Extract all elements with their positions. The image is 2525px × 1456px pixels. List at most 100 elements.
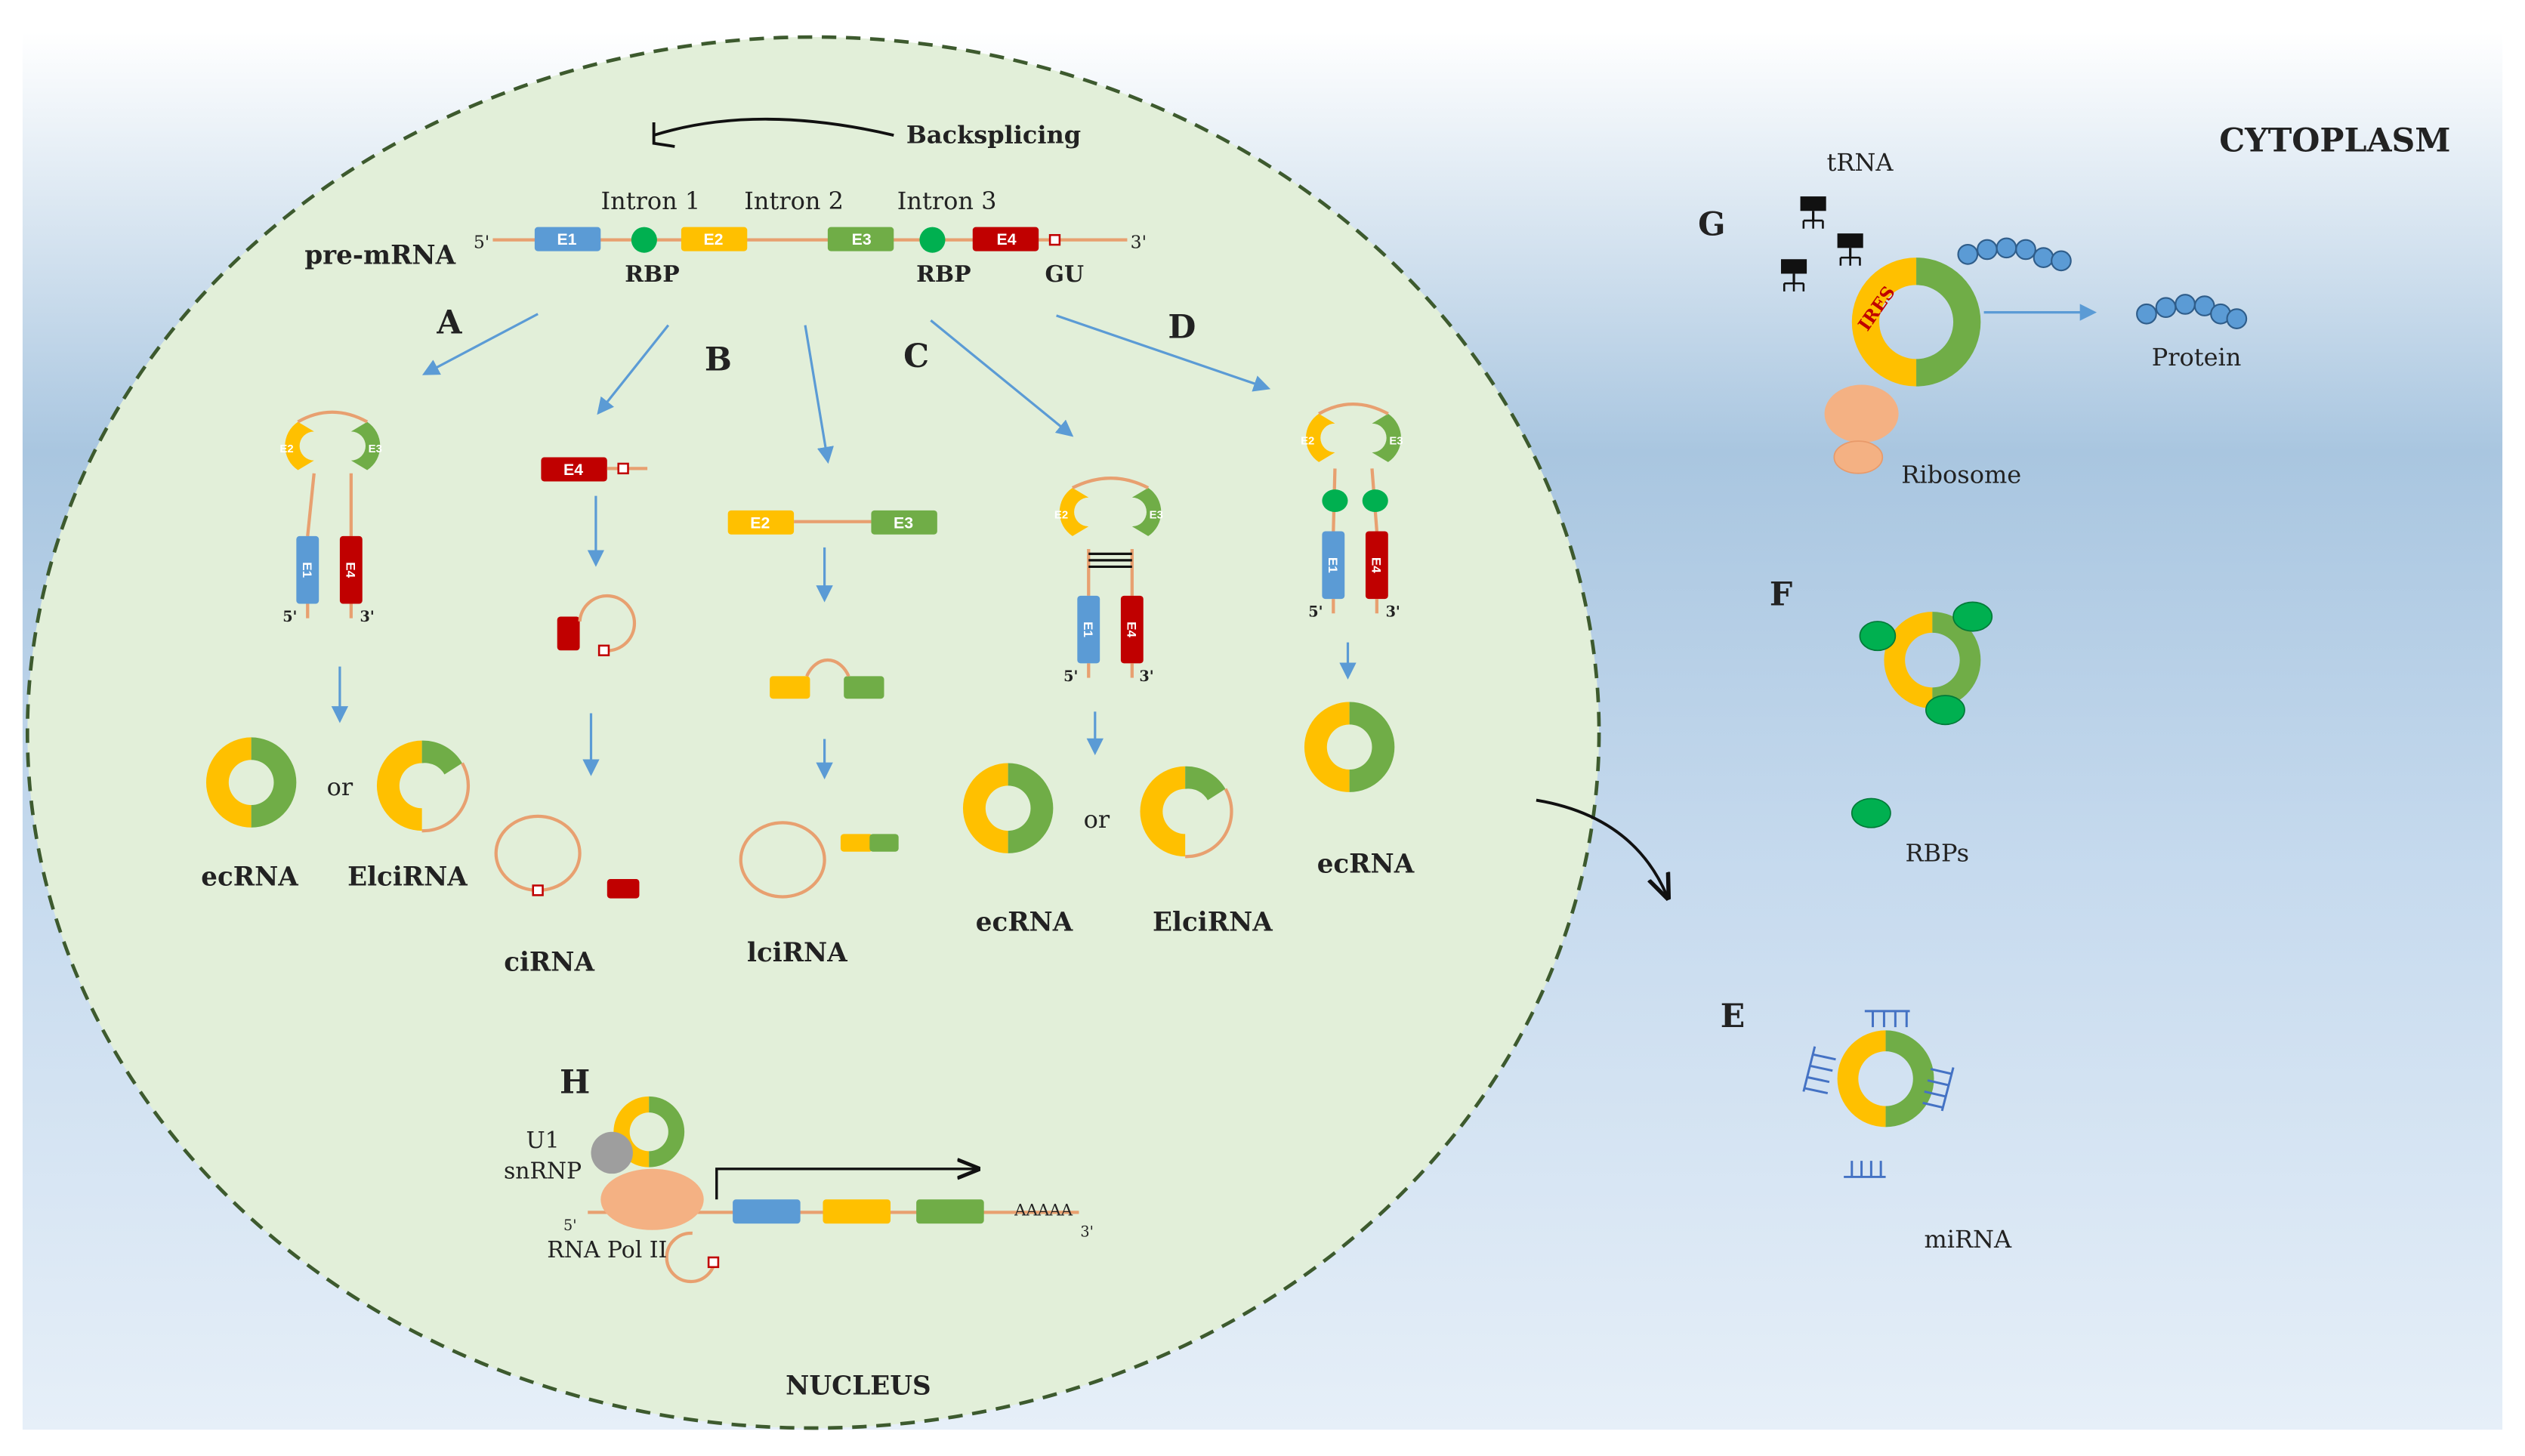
rbp-label-right: RBP xyxy=(916,261,971,288)
exon-e4 xyxy=(972,227,1039,251)
panel-h-u1-label: U1 xyxy=(526,1127,559,1154)
panel-c-e2-label: E2 xyxy=(1054,508,1068,521)
peptide-bead-1 xyxy=(1957,243,1979,265)
exon-e2 xyxy=(681,227,748,251)
branch-arrow-a xyxy=(421,313,539,375)
panel-b2-linear-e3 xyxy=(869,834,899,852)
panel-h-circrna-green xyxy=(649,1096,685,1168)
panel-a-elcirna-intron xyxy=(421,762,471,833)
intron2-label: Intron 2 xyxy=(744,187,844,215)
exon-e1 xyxy=(534,227,601,251)
panel-b2-e2-block xyxy=(727,510,795,535)
panel-b1-released-exon xyxy=(607,879,640,899)
panel-g-circrna-green xyxy=(1916,258,1981,387)
exon-e1-label: E1 xyxy=(557,230,576,248)
panel-c-ecrna-ring-yellow xyxy=(962,763,1008,853)
mirna-right xyxy=(1922,1067,1955,1112)
panel-a-elcirna-ring-yellow xyxy=(376,740,422,831)
panel-g-ribosome-label: Ribosome xyxy=(1901,461,2021,489)
export-arrow xyxy=(1536,798,1667,896)
panel-d-e4-label: E4 xyxy=(1369,557,1383,573)
protein-bead-3 xyxy=(2175,294,2196,315)
gu-label: GU xyxy=(1045,261,1085,288)
panel-h-exon-green xyxy=(916,1199,984,1224)
panel-d-e2-label: E2 xyxy=(1301,434,1314,447)
panel-c-e1-label: E1 xyxy=(1081,622,1095,637)
panel-h-5prime: 5' xyxy=(563,1217,576,1234)
panel-a-e1-label: E1 xyxy=(300,562,314,578)
panel-c-e3-label: E3 xyxy=(1150,508,1163,521)
panel-letter-b: B xyxy=(705,341,732,378)
mirna-top xyxy=(1864,1010,1910,1028)
panel-c-ecrna-ring-green xyxy=(1008,763,1054,853)
panel-a-e3-label: E3 xyxy=(369,443,382,455)
protein-chain xyxy=(2136,294,2248,329)
panel-letter-e: E xyxy=(1721,998,1746,1035)
panel-c-elcirna-ring-green xyxy=(1185,766,1226,800)
panel-letter-f: F xyxy=(1770,576,1792,614)
panel-h-transcription-arrow xyxy=(715,1169,976,1200)
mirna-top-teeth xyxy=(1872,1010,1908,1028)
trna-2-anticodon xyxy=(1839,256,1861,266)
branch-arrow-d xyxy=(1056,314,1271,392)
panel-g-protein-label: Protein xyxy=(2152,343,2242,372)
panel-f-rbp-3 xyxy=(1925,695,1965,726)
mirna-left-backbone xyxy=(1802,1046,1817,1092)
intron3-label: Intron 3 xyxy=(897,187,997,215)
panel-a-5prime: 5' xyxy=(282,608,297,625)
panel-a-e1-block xyxy=(296,535,319,604)
panel-b1-lariat-marker xyxy=(597,644,610,656)
panel-d-rbp-left xyxy=(1322,489,1348,512)
panel-d-e4-block xyxy=(1365,531,1388,600)
ribosome-large-subunit xyxy=(1824,384,1899,443)
panel-b2-folded-e2 xyxy=(770,676,810,699)
panel-a-loop-e3 xyxy=(350,421,381,470)
panel-c-loop-e3 xyxy=(1131,487,1162,536)
rbp-dot-left xyxy=(631,227,657,253)
trna-2-head xyxy=(1837,233,1863,248)
panel-b2-folded-e3 xyxy=(844,676,884,699)
pre-mrna-5prime: 5' xyxy=(474,231,489,252)
panel-a-ecrna-ring-green xyxy=(251,737,297,828)
ribosome-small-subunit xyxy=(1833,440,1884,474)
mirna-left-teeth xyxy=(1804,1053,1836,1095)
peptide-bead-5 xyxy=(2033,247,2054,268)
panel-a-loop-intron xyxy=(297,410,369,424)
panel-letter-g: G xyxy=(1698,205,1725,243)
panel-d-3prime: 3' xyxy=(1386,603,1400,621)
panel-h-exon-yellow xyxy=(823,1199,891,1224)
panel-f-rbp-1 xyxy=(1859,621,1897,652)
panel-a-or: or xyxy=(327,773,353,801)
panel-b1-e4-block xyxy=(541,457,607,482)
trna-1 xyxy=(1800,196,1826,229)
panel-h-nascent-rna xyxy=(665,1231,717,1284)
peptide-chain xyxy=(1957,237,2072,272)
panel-b2-e3-block xyxy=(871,510,937,535)
panel-b2-folded-intron xyxy=(805,658,850,677)
panel-d-e3-label: E3 xyxy=(1389,434,1403,447)
panel-c-loop-e2 xyxy=(1059,487,1089,536)
exon-e2-label: E2 xyxy=(703,230,723,248)
panel-letter-c: C xyxy=(903,338,929,375)
panel-d-5prime: 5' xyxy=(1308,603,1323,621)
panel-d-e1-block xyxy=(1322,531,1345,600)
protein-bead-1 xyxy=(2136,303,2157,325)
pre-mrna-label: pre-mRNA xyxy=(304,241,455,271)
pre-mrna-3prime: 3' xyxy=(1131,231,1147,252)
panel-h-exon-blue xyxy=(733,1199,801,1224)
panel-b2-e2-label: E2 xyxy=(750,514,770,532)
panel-a-e4-block xyxy=(339,535,363,604)
panel-a-ecrna-ring-yellow xyxy=(205,737,252,828)
mirna-free xyxy=(1844,1161,1886,1178)
panel-letter-h: H xyxy=(560,1064,590,1102)
panel-b1-gu-marker xyxy=(617,462,629,475)
panel-h-3prime: 3' xyxy=(1080,1223,1093,1240)
panel-h-u1-snrnp-ball xyxy=(591,1131,633,1174)
intron1-label: Intron 1 xyxy=(601,187,701,215)
panel-f-rbp-2 xyxy=(1952,601,1993,632)
exon-e3-label: E3 xyxy=(852,230,872,248)
branch-arrow-b2 xyxy=(804,325,834,464)
trna-2 xyxy=(1837,233,1863,266)
gu-site-marker xyxy=(1048,233,1061,246)
panel-a-ecrna-label: ecRNA xyxy=(201,862,298,893)
